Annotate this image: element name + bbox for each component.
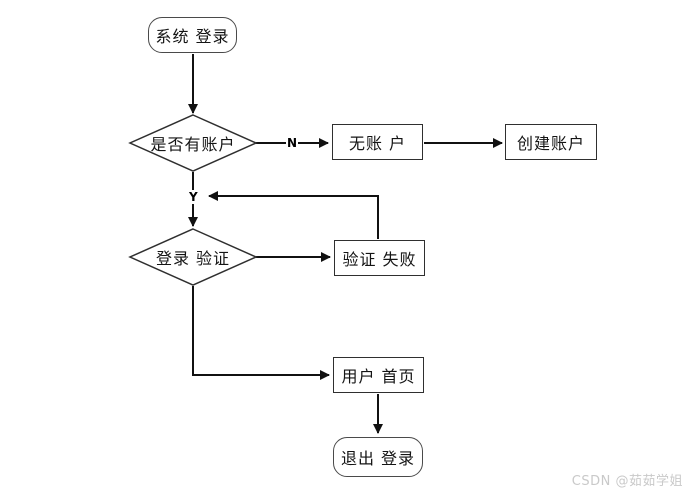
node-has-account-label: 是否有账户 bbox=[150, 135, 236, 154]
edge-label-yes: Y bbox=[188, 190, 199, 204]
node-system-login: 系统 登录 bbox=[148, 17, 237, 53]
edge-verify-fail-loop-back bbox=[208, 191, 379, 239]
node-create-account-label: 创建账户 bbox=[516, 134, 585, 153]
node-system-login-label: 系统 登录 bbox=[155, 27, 230, 46]
watermark-text: CSDN @茹茹学姐 bbox=[571, 474, 683, 489]
node-verify-fail-label: 验证 失败 bbox=[342, 250, 417, 269]
decision-has-account-shape bbox=[128, 114, 258, 172]
node-no-account-label: 无账 户 bbox=[348, 134, 407, 153]
node-user-home-label: 用户 首页 bbox=[341, 367, 416, 386]
node-login-verify-label: 登录 验证 bbox=[155, 249, 231, 268]
decision-login-verify-shape bbox=[128, 228, 258, 286]
node-verify-fail: 验证 失败 bbox=[334, 240, 425, 276]
node-create-account: 创建账户 bbox=[505, 124, 597, 160]
node-logout-label: 退出 登录 bbox=[340, 449, 416, 468]
edge-login-verify-to-user-home bbox=[192, 286, 330, 380]
edge-label-no: N bbox=[286, 136, 299, 150]
node-logout: 退出 登录 bbox=[333, 437, 423, 477]
node-user-home: 用户 首页 bbox=[333, 357, 424, 393]
node-no-account: 无账 户 bbox=[332, 124, 423, 160]
